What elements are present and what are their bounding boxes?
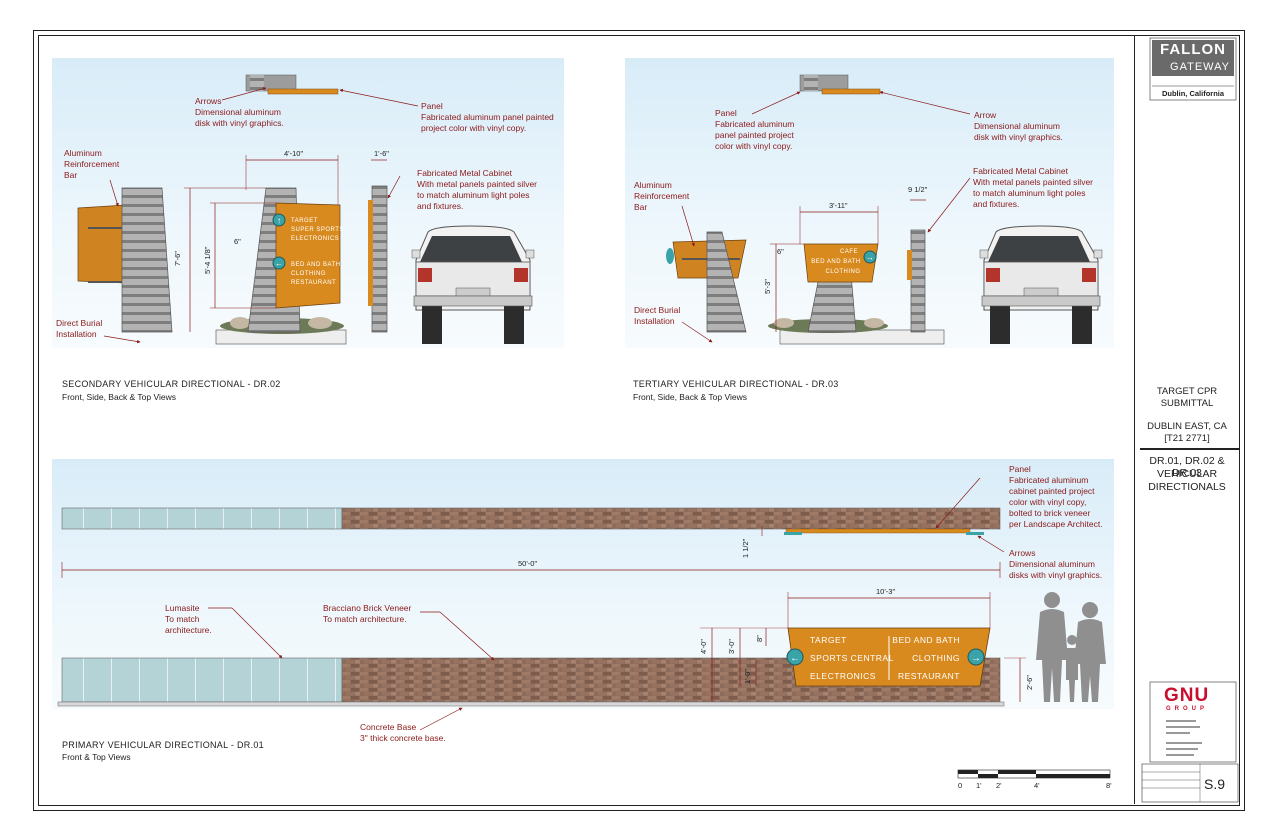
svg-text:↑: ↑ xyxy=(277,216,281,225)
sheet-number: S.9 xyxy=(1204,776,1226,792)
tertiary-annotation-panel: Panel Fabricated aluminum panel painted … xyxy=(715,108,795,151)
tertiary-dim-depth: 9 1/2" xyxy=(908,185,928,194)
primary-sign-left-2: SPORTS CENTRAL xyxy=(810,653,894,663)
secondary-dim-width: 4'-10" xyxy=(284,149,303,158)
titleblock-site-line1: DUBLIN EAST, CA xyxy=(1147,421,1227,432)
tertiary-sign-line3: CLOTHING xyxy=(825,269,860,275)
tertiary-dim-width: 3'-11" xyxy=(829,201,848,210)
primary-dim-h2: 3'-0" xyxy=(727,639,736,654)
secondary-annotation-arrows: Arrows Dimensional aluminum disk with vi… xyxy=(195,96,284,128)
primary-sign-left-1: TARGET xyxy=(810,635,847,645)
tertiary-annotation-arrow: Arrow Dimensional aluminum disk with vin… xyxy=(974,110,1063,142)
secondary-dim-panel: 5'-4 1/8" xyxy=(203,246,212,274)
titleblock-project-line1: TARGET CPR xyxy=(1156,386,1218,397)
secondary-caption-sub: Front, Side, Back & Top Views xyxy=(62,392,177,402)
titleblock-logo-line1: FALLON xyxy=(1160,41,1226,58)
secondary-dim-small: 6" xyxy=(234,237,241,246)
titleblock-sheet-title-line2: VEHICULAR xyxy=(1156,468,1218,480)
primary-drawing: 1 1/2" 50'-0" ← → TARGET SPORTS CENTRAL … xyxy=(57,477,1106,731)
primary-annotation-base: Concrete Base 3" thick concrete base. xyxy=(360,722,446,743)
tertiary-drawing: → CAFE BED AND BATH CLOTHING 3'-11" 9 1/… xyxy=(666,74,1103,345)
primary-annotation-panel: Panel Fabricated aluminum cabinet painte… xyxy=(1009,464,1103,529)
primary-sign-right-3: RESTAURANT xyxy=(898,671,960,681)
primary-sign-right-2: CLOTHING xyxy=(912,653,960,663)
secondary-drawing: ↑ ← TARGET SUPER SPORTS ELECTRONICS BED … xyxy=(77,74,535,345)
secondary-caption-title: SECONDARY VEHICULAR DIRECTIONAL - DR.02 xyxy=(62,379,281,389)
titleblock-graphics xyxy=(1140,37,1240,803)
firm-logo: GNU xyxy=(1164,685,1210,706)
secondary-sign-line3: ELECTRONICS xyxy=(291,236,339,242)
svg-text:→: → xyxy=(866,253,874,262)
tertiary-annotation-reinforce: Aluminum Reinforcement Bar xyxy=(634,180,690,212)
primary-dim-overall: 50'-0" xyxy=(518,559,537,568)
titleblock-project-line2: SUBMITTAL xyxy=(1160,398,1214,409)
secondary-annotation-burial: Direct Burial Installation xyxy=(56,318,103,339)
scale-label-1: 1' xyxy=(976,781,982,790)
tertiary-dim-height: 5'-3" xyxy=(763,279,772,294)
truck-icon xyxy=(411,225,535,344)
secondary-annotation-reinforce: Aluminum Reinforcement Bar xyxy=(64,148,120,180)
people-silhouette-icon xyxy=(1036,592,1106,702)
titleblock-sheet-title-line3: DIRECTIONALS xyxy=(1148,481,1226,493)
tertiary-dim-small: 6" xyxy=(777,247,784,256)
secondary-dim-depth: 1'-6" xyxy=(374,149,389,158)
secondary-sign-line2: SUPER SPORTS xyxy=(291,227,344,233)
secondary-annotation-cabinet: Fabricated Metal Cabinet With metal pane… xyxy=(417,168,538,211)
primary-dim-h4: 8" xyxy=(755,635,764,642)
firm-logo-sub: GROUP xyxy=(1166,706,1209,712)
secondary-sign-line5: CLOTHING xyxy=(291,271,326,277)
secondary-dim-height: 7'-6" xyxy=(173,251,182,266)
titleblock-logo-line2: GATEWAY xyxy=(1170,61,1230,73)
tertiary-sign-line1: CAFE xyxy=(840,249,858,255)
svg-text:←: ← xyxy=(275,259,283,268)
scale-label-0: 0 xyxy=(958,781,962,790)
scale-label-2: 2' xyxy=(996,781,1002,790)
primary-dim-top: 1 1/2" xyxy=(741,538,750,558)
primary-caption-title: PRIMARY VEHICULAR DIRECTIONAL - DR.01 xyxy=(62,740,264,750)
scale-label-8: 8' xyxy=(1106,781,1112,790)
svg-text:←: ← xyxy=(790,653,800,664)
primary-caption-sub: Front & Top Views xyxy=(62,752,131,762)
sheet-inner-border xyxy=(38,35,1240,806)
tertiary-caption-sub: Front, Side, Back & Top Views xyxy=(633,392,748,402)
svg-text:→: → xyxy=(971,653,981,664)
primary-dim-h5: 2'-6" xyxy=(1025,675,1034,690)
sheet-outer-border xyxy=(33,30,1245,811)
titleblock-divider xyxy=(1134,35,1135,804)
titleblock-site-line2: [T21 2771] xyxy=(1164,433,1210,444)
primary-dim-h3: 1'-0" xyxy=(743,669,752,684)
secondary-annotation-panel: Panel Fabricated aluminum panel painted … xyxy=(421,101,554,133)
truck-icon xyxy=(979,225,1103,344)
primary-dim-panel: 10'-3" xyxy=(876,587,895,596)
primary-sign-right-1: BED AND BATH xyxy=(892,635,960,645)
titleblock-logo-location: Dublin, California xyxy=(1161,89,1225,98)
primary-dim-h1: 4'-0" xyxy=(699,639,708,654)
primary-annotation-lumasite: Lumasite To match architecture. xyxy=(165,603,212,635)
primary-annotation-brick: Bracciano Brick Veneer To match architec… xyxy=(323,603,412,624)
scale-label-4: 4' xyxy=(1034,781,1040,790)
tertiary-caption-title: TERTIARY VEHICULAR DIRECTIONAL - DR.03 xyxy=(633,379,839,389)
scale-bar: 0 1' 2' 4' 8' xyxy=(957,769,1112,790)
tertiary-annotation-burial: Direct Burial Installation xyxy=(634,305,681,326)
secondary-sign-line4: BED AND BATH xyxy=(291,262,341,268)
primary-annotation-arrows: Arrows Dimensional aluminum disks with v… xyxy=(1009,548,1103,580)
secondary-sign-line6: RESTAURANT xyxy=(291,280,336,286)
tertiary-sign-line2: BED AND BATH xyxy=(811,259,861,265)
titleblock-sheet-title-line1: DR.01, DR.02 & DR.03 xyxy=(1149,455,1225,479)
secondary-sign-line1: TARGET xyxy=(291,218,318,224)
tertiary-annotation-cabinet: Fabricated Metal Cabinet With metal pane… xyxy=(973,166,1094,209)
primary-sign-left-3: ELECTRONICS xyxy=(810,671,876,681)
